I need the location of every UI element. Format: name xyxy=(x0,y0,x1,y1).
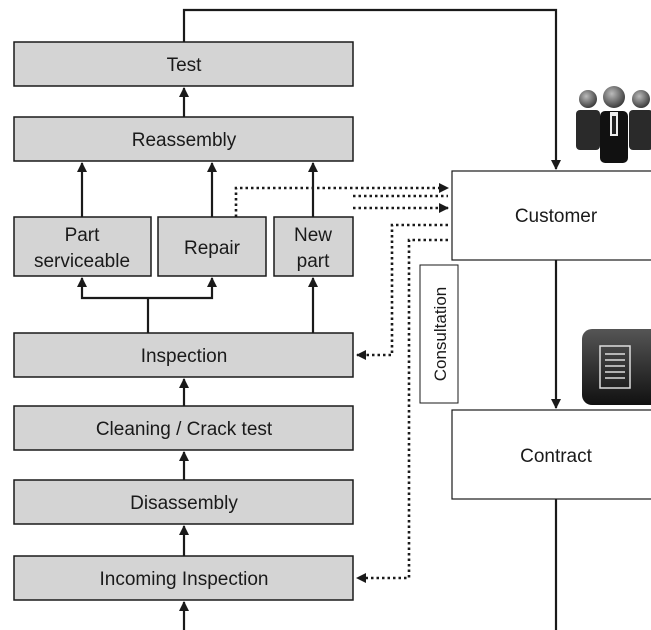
disassembly-box xyxy=(13,479,354,525)
new-part-box xyxy=(273,216,354,277)
customer-box xyxy=(451,170,651,261)
part-serviceable-label-1: Part xyxy=(65,225,101,246)
inspection-label: Inspection xyxy=(141,346,228,367)
dotted-customer-to-inspection xyxy=(356,223,448,360)
incoming-inspection-box xyxy=(13,555,354,601)
cleaning-label: Cleaning / Crack test xyxy=(96,419,273,440)
contract-label: Contract xyxy=(520,446,593,467)
new-part-label-1: New xyxy=(294,225,332,246)
arrow-insp-branch-right xyxy=(148,277,217,300)
inspection-box xyxy=(13,332,354,378)
dotted-customer-to-incoming xyxy=(356,238,448,583)
people-group-icon xyxy=(576,86,651,163)
main-flow-arrows xyxy=(77,8,561,630)
new-part-label-2: part xyxy=(297,251,330,272)
document-icon xyxy=(582,329,651,405)
disassembly-label: Disassembly xyxy=(130,493,238,514)
repair-box xyxy=(157,216,267,277)
test-box xyxy=(13,41,354,87)
arrow-test-to-customer xyxy=(182,8,561,170)
customer-label: Customer xyxy=(515,206,598,227)
part-serviceable-label-2: serviceable xyxy=(34,251,130,272)
cleaning-box xyxy=(13,405,354,451)
consultation-label: Consultation xyxy=(431,287,450,382)
dotted-repair-to-customer xyxy=(234,183,449,217)
arrow-insp-branch-left xyxy=(77,277,148,300)
reassembly-label: Reassembly xyxy=(132,130,237,151)
repair-label: Repair xyxy=(184,238,241,259)
contract-box xyxy=(451,409,651,500)
incoming-inspection-label: Incoming Inspection xyxy=(100,569,269,590)
reassembly-box xyxy=(13,116,354,162)
consultation-arrows xyxy=(234,183,449,583)
test-label: Test xyxy=(167,55,203,76)
consultation-label-box xyxy=(419,264,459,404)
